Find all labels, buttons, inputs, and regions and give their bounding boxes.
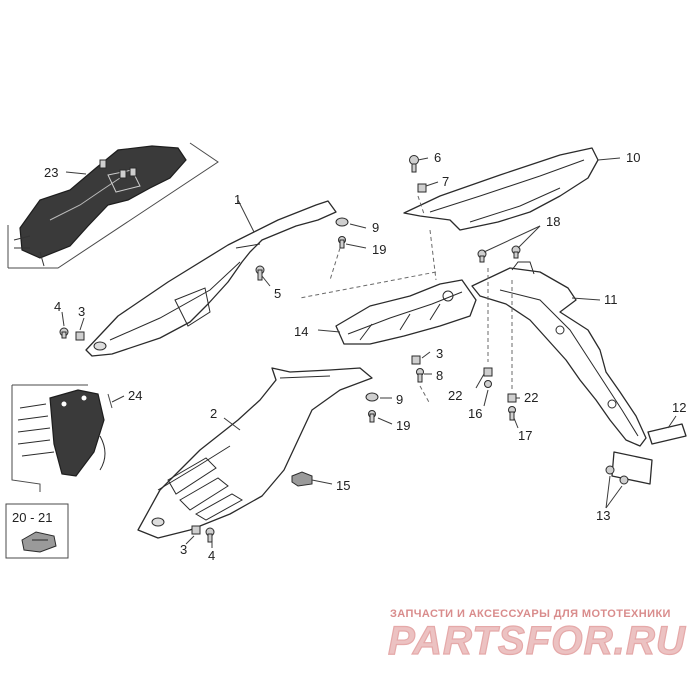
callout-10: 10 bbox=[626, 150, 640, 165]
part-12-reflector bbox=[647, 423, 687, 445]
callout-1: 1 bbox=[234, 192, 241, 207]
part-14-inner-tray bbox=[335, 279, 477, 345]
part-2-lower-side-fairing bbox=[137, 367, 373, 539]
assembly-lines bbox=[299, 195, 513, 405]
callout-5: 5 bbox=[274, 286, 281, 301]
callout-23: 23 bbox=[44, 165, 58, 180]
callout-22-left: 22 bbox=[448, 388, 462, 403]
watermark: ЗАПЧАСТИ И АКСЕССУАРЫ ДЛЯ МОТОТЕХНИКИ PA… bbox=[387, 608, 686, 664]
leader-lines bbox=[61, 157, 677, 548]
callout-3-left: 3 bbox=[78, 304, 85, 319]
inset-frame-23 bbox=[7, 142, 219, 269]
callout-6: 6 bbox=[434, 150, 441, 165]
callout-20-21: 20 - 21 bbox=[12, 510, 52, 525]
watermark-logo: PARTSFOR.RU bbox=[388, 619, 686, 663]
part-11-plate-bracket bbox=[471, 261, 647, 447]
callout-4-bottom: 4 bbox=[208, 548, 215, 563]
watermark-subtitle: ЗАПЧАСТИ И АКСЕССУАРЫ ДЛЯ МОТОТЕХНИКИ bbox=[390, 608, 671, 620]
part-plate-base bbox=[611, 451, 653, 485]
callout-17: 17 bbox=[518, 428, 532, 443]
callout-16: 16 bbox=[468, 406, 482, 421]
callout-24: 24 bbox=[128, 388, 142, 403]
callout-8: 8 bbox=[436, 368, 443, 383]
part-15-clip bbox=[291, 471, 313, 487]
callout-11: 11 bbox=[604, 292, 618, 307]
callout-9-upper: 9 bbox=[372, 220, 379, 235]
part-1-left-side-panel bbox=[85, 200, 337, 357]
part-23-undertray bbox=[13, 145, 187, 267]
callout-4-left: 4 bbox=[54, 299, 61, 314]
callout-9-lower: 9 bbox=[396, 392, 403, 407]
callout-3-middle: 3 bbox=[436, 346, 443, 361]
callout-3-bottom: 3 bbox=[180, 542, 187, 557]
inset-frame-24 bbox=[11, 384, 113, 492]
callout-12: 12 bbox=[672, 400, 686, 415]
callout-19-upper: 19 bbox=[372, 242, 386, 257]
hardware bbox=[59, 155, 629, 543]
callout-19-lower: 19 bbox=[396, 418, 410, 433]
callout-15: 15 bbox=[336, 478, 350, 493]
callout-14: 14 bbox=[294, 324, 308, 339]
part-10-tail-cover bbox=[403, 147, 599, 231]
callout-18: 18 bbox=[546, 214, 560, 229]
callout-13: 13 bbox=[596, 508, 610, 523]
part-20-21-box bbox=[5, 503, 69, 559]
callout-numbers: 1 2 3 3 3 4 4 5 6 7 8 9 9 10 11 12 13 14… bbox=[12, 150, 686, 563]
callout-7: 7 bbox=[442, 174, 449, 189]
part-24-mudguard bbox=[17, 389, 106, 477]
callout-22-right: 22 bbox=[524, 390, 538, 405]
callout-2: 2 bbox=[210, 406, 217, 421]
